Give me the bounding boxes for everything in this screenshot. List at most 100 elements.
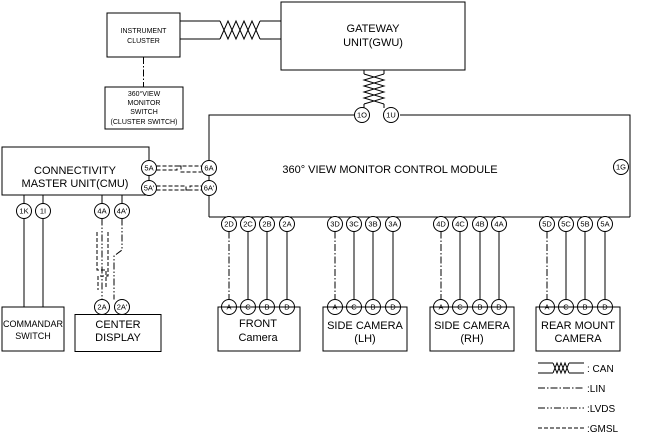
cluster-switch-box: 360°VIEW MONITOR SWITCH (CLUSTER SWITCH) [104, 86, 184, 130]
pin-1o-label: 1O [357, 111, 367, 120]
pin-4b: 4B [472, 216, 488, 232]
pin-3a: 3A [385, 216, 401, 232]
commandar-switch-label-line2: SWITCH [15, 331, 51, 341]
pin-2a-prime-display-label: 2A' [117, 303, 128, 312]
side-camera-lh-group: 3D 3C 3B 3A A C B D SIDE CAMERA (LH) [322, 216, 408, 352]
pin-5a: 5A [141, 160, 157, 176]
front-camera-group: 2D 2C 2B 2A A C B D FRONT Camera [217, 216, 301, 352]
pin-2c: 2C [240, 216, 256, 232]
side-camera-rh-label-line1: SIDE CAMERA [434, 320, 510, 332]
pin-4b-label: 4B [475, 220, 484, 229]
commandar-switch-label-line1: COMMANDAR [3, 319, 63, 329]
instrument-cluster-box: INSTRUMENT CLUSTER [106, 12, 181, 58]
pin-4a-module-label: 4A [494, 220, 503, 229]
front-camera-label-line1: FRONT [239, 318, 277, 330]
pin-2a-prime-display: 2A' [114, 299, 130, 315]
rear-camera-box [535, 306, 621, 352]
pin-6a-label: 6A [204, 164, 213, 173]
pin-5b-label: 5B [580, 220, 589, 229]
pin-5a-prime: 5A' [141, 180, 157, 196]
pin-3b-label: 3B [368, 220, 377, 229]
pin-5a-prime-label: 5A' [144, 184, 155, 193]
cluster-switch-label-line4: (CLUSTER SWITCH) [111, 119, 178, 126]
pin-4a-module: 4A [491, 216, 507, 232]
pin-5a-module-label: 5A [600, 220, 609, 229]
pin-5a-module: 5A [597, 216, 613, 232]
pin-4d-label: 4D [436, 220, 446, 229]
front-camera-label-line2: Camera [238, 332, 278, 344]
pin-1i: 1I [35, 203, 51, 219]
pin-2a-display-label: 2A [97, 303, 106, 312]
pin-1o: 1O [354, 107, 370, 123]
pin-5d: 5D [539, 216, 555, 232]
commandar-switch-box: COMMANDAR SWITCH [1, 306, 65, 352]
pin-2d-label: 2D [224, 220, 234, 229]
gateway-label-line2: UNIT(GWU) [343, 37, 403, 49]
rear-camera-label-line2: CAMERA [554, 333, 602, 345]
pin-4a-prime-cmu: 4A' [114, 203, 130, 219]
pin-2b-label: 2B [262, 220, 271, 229]
pin-1g-label: 1G [616, 163, 626, 172]
cmu-label-line1: CONNECTIVITY [34, 165, 117, 177]
pin-4c: 4C [452, 216, 468, 232]
pin-5d-label: 5D [542, 220, 552, 229]
center-display-label-line2: DISPLAY [95, 332, 141, 344]
pin-4a-prime-cmu-label: 4A' [117, 207, 128, 216]
center-display-box: CENTER DISPLAY [74, 314, 162, 352]
pin-2a-front-label: 2A [282, 220, 291, 229]
pin-5c-label: 5C [561, 220, 571, 229]
legend-lvds-label: :LVDS [587, 404, 615, 415]
pin-2b: 2B [259, 216, 275, 232]
gateway-box: GATEWAY UNIT(GWU) [280, 1, 466, 71]
cluster-switch-label-line3: SWITCH [130, 109, 158, 116]
legend-gmsl-label: :GMSL [587, 424, 619, 434]
pin-2a-display: 2A [94, 299, 110, 315]
pin-5c: 5C [558, 216, 574, 232]
pin-4c-label: 4C [455, 220, 465, 229]
legend-can-label: : CAN [587, 364, 614, 375]
pin-2d: 2D [221, 216, 237, 232]
legend: : CAN :LIN :LVDS :GMSL [538, 361, 619, 434]
pin-1k-label: 1K [19, 207, 28, 216]
pin-1g: 1G [613, 159, 629, 175]
side-camera-lh-box [322, 306, 408, 352]
legend-lin-label: :LIN [587, 384, 605, 395]
pin-4a-cmu-label: 4A [97, 207, 106, 216]
side-camera-rh-box [429, 306, 515, 352]
side-camera-lh-label-line1: SIDE CAMERA [327, 320, 403, 332]
center-display-label-line1: CENTER [95, 319, 140, 331]
pin-2a-front: 2A [279, 216, 295, 232]
pin-3a-label: 3A [388, 220, 397, 229]
pin-1i-label: 1I [40, 207, 46, 216]
lvds-cmu-display [96, 218, 123, 300]
cmu-label-line2: MASTER UNIT(CMU) [22, 178, 129, 190]
side-camera-rh-label-line2: (RH) [460, 333, 483, 345]
legend-can [538, 361, 584, 375]
pin-2c-label: 2C [243, 220, 253, 229]
instrument-cluster-label-line2: CLUSTER [127, 38, 160, 45]
pin-6a-prime: 6A' [201, 180, 217, 196]
instrument-cluster-label-line1: INSTRUMENT [121, 28, 168, 35]
cmu-box: CONNECTIVITY MASTER UNIT(CMU) [1, 146, 150, 196]
pin-1u: 1U [383, 107, 399, 123]
pin-3d-label: 3D [330, 220, 340, 229]
rear-camera-group: 5D 5C 5B 5A A C B D REAR MOUNT CAMERA [535, 216, 621, 352]
pin-4a-cmu: 4A [94, 203, 110, 219]
side-camera-lh-label-line2: (LH) [354, 333, 375, 345]
pin-5b: 5B [577, 216, 593, 232]
pin-3c: 3C [346, 216, 362, 232]
cluster-switch-label-line2: MONITOR [128, 100, 161, 107]
pin-3d: 3D [327, 216, 343, 232]
pin-5a-label: 5A [144, 164, 153, 173]
can-bus-cluster-gwu [180, 19, 281, 41]
front-camera-box [217, 306, 301, 352]
pin-6a-prime-label: 6A' [204, 184, 215, 193]
pin-1k: 1K [16, 203, 32, 219]
can-bus-gwu-control [362, 70, 386, 108]
pin-6a: 6A [201, 160, 217, 176]
control-module-label: 360° VIEW MONITOR CONTROL MODULE [282, 164, 497, 176]
side-camera-rh-group: 4D 4C 4B 4A A C B D SIDE CAMERA (RH) [429, 216, 515, 352]
cluster-switch-label-line1: 360°VIEW [128, 90, 161, 98]
pin-1u-label: 1U [386, 111, 396, 120]
